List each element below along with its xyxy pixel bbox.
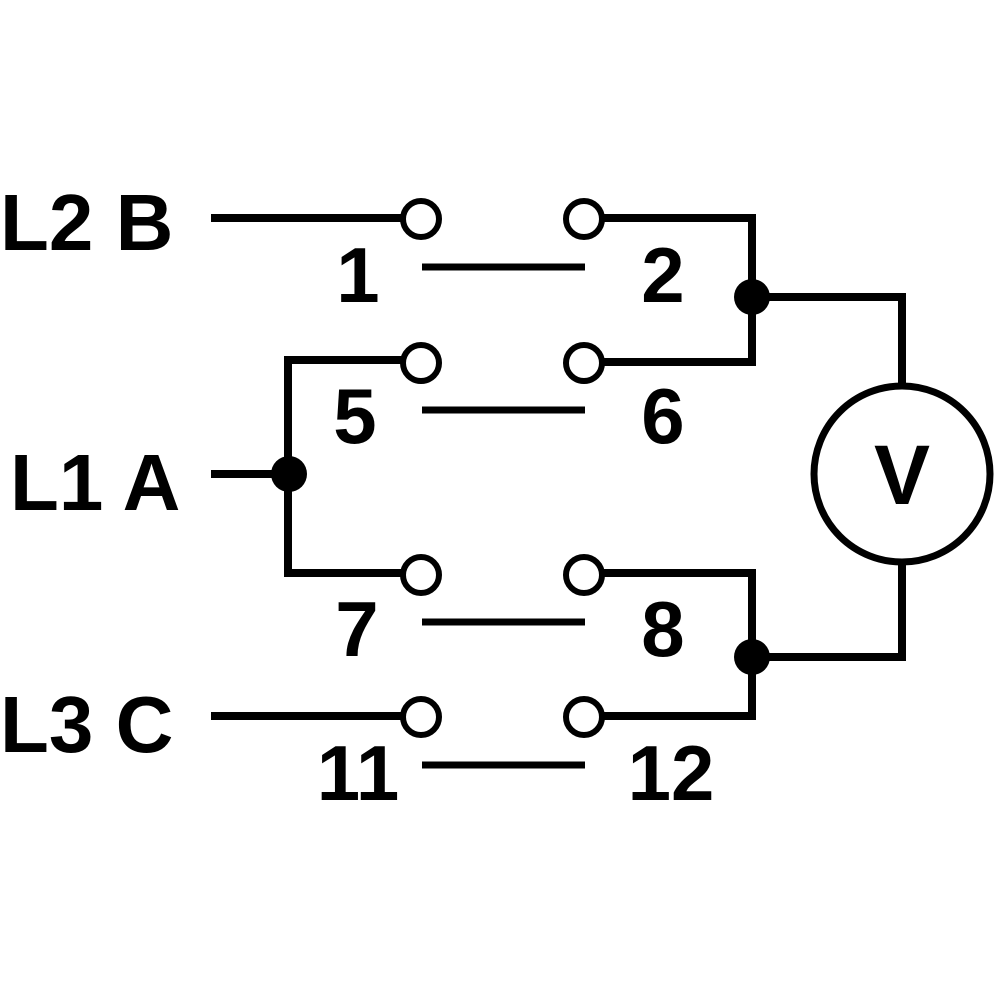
terminal-contact-1 [400, 198, 442, 240]
terminal-label-7: 7 [335, 585, 378, 673]
terminal-label-1: 1 [336, 231, 379, 319]
wire-terminal-12-to-node [599, 653, 756, 720]
voltmeter-circle [810, 382, 994, 566]
voltmeter-symbol: V [874, 428, 930, 522]
junction-node-upper [734, 279, 770, 315]
line-label-l2: L2 B [0, 178, 173, 267]
terminal-contact-12 [563, 696, 605, 738]
terminal-label-2: 2 [641, 231, 684, 319]
wire-node-to-meter-top [748, 293, 906, 389]
terminal-contact-8 [563, 554, 605, 596]
terminal-label-6: 6 [641, 372, 684, 460]
wire-terminal-8-to-node [599, 569, 756, 661]
terminal-label-8: 8 [641, 585, 684, 673]
junction-node-lower [734, 639, 770, 675]
terminal-label-11: 11 [317, 729, 399, 817]
terminal-contact-11 [400, 696, 442, 738]
terminal-contact-2 [563, 198, 605, 240]
line-label-l3: L3 C [0, 680, 173, 769]
terminal-contact-5 [400, 342, 442, 384]
line-label-l1: L1 A [10, 438, 180, 527]
wire-node-to-meter-bottom [748, 559, 906, 661]
wire-terminal-6-to-node [599, 293, 756, 366]
terminal-label-5: 5 [333, 372, 376, 460]
terminal-contact-6 [563, 342, 605, 384]
terminal-label-12: 12 [628, 729, 715, 817]
terminal-contact-7 [400, 554, 442, 596]
wire-terminal-2-to-node [599, 214, 756, 301]
wire-l1-to-terminal-7 [284, 470, 406, 577]
wire-l1-to-terminal-5 [284, 356, 406, 478]
junction-node-l1 [271, 456, 307, 492]
